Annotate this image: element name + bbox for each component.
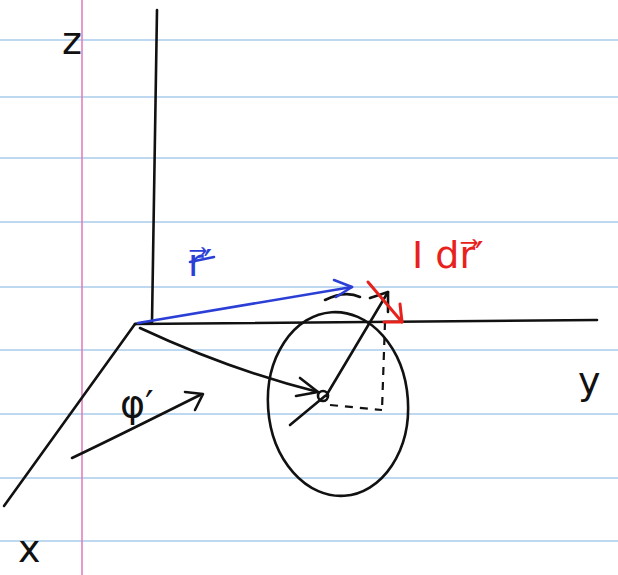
radius-vector (326, 292, 388, 396)
z-axis (152, 10, 157, 322)
axis-label: y (578, 362, 601, 400)
center-vector (140, 328, 318, 392)
phi-arrowhead (185, 392, 203, 410)
projection-dash (330, 405, 382, 410)
position-arrowhead (334, 280, 352, 297)
projection-dash (382, 322, 385, 410)
loop-top-arrow (325, 294, 360, 300)
center-arrowhead (296, 378, 318, 396)
current-arrowhead (384, 304, 402, 322)
current-loop (262, 307, 414, 500)
current-element-label: I dr⃗′ (412, 236, 484, 274)
angle-label: φ′ (120, 385, 154, 423)
current-element (368, 282, 402, 322)
center-stub (290, 396, 325, 425)
margin-line (81, 0, 83, 575)
position-vector (138, 287, 352, 323)
axis-label: z (62, 22, 82, 60)
ruled-lines (0, 40, 618, 541)
x-axis (4, 324, 135, 506)
vector-label: r⃗′ (188, 244, 212, 282)
axis-label: x (18, 530, 41, 568)
